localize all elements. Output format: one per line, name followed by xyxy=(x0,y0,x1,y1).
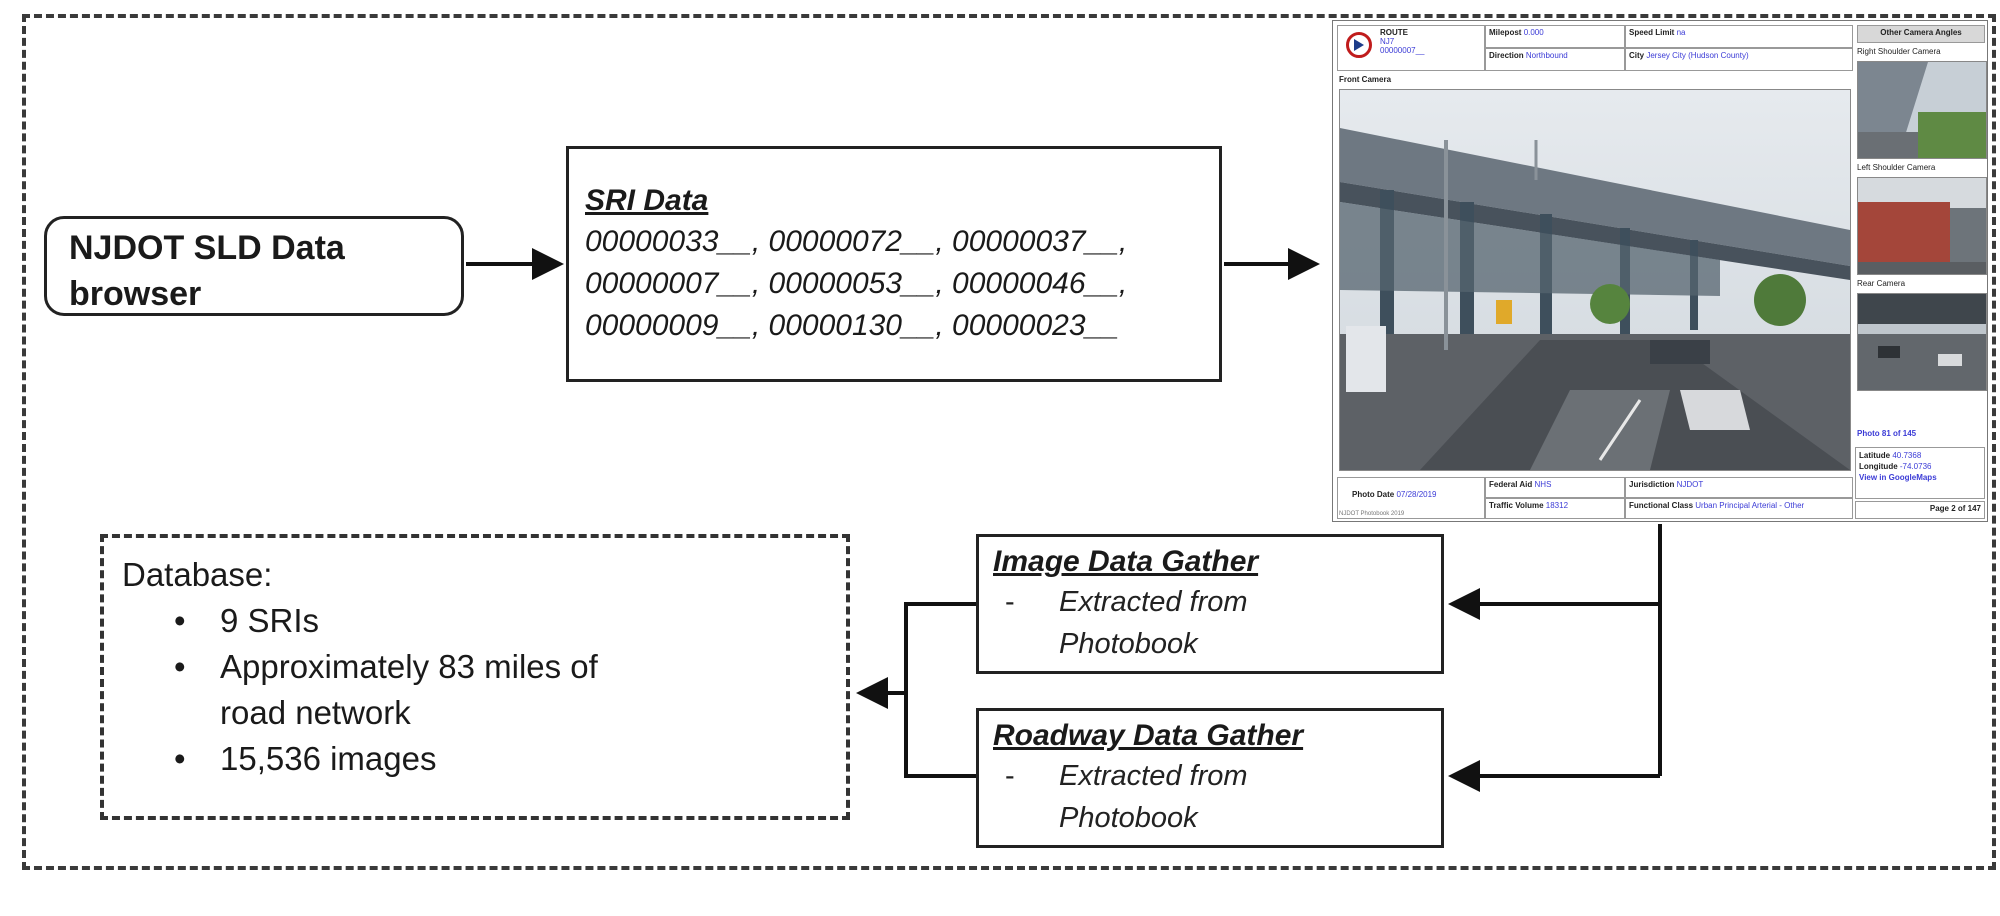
functional-class-label: Functional Class xyxy=(1629,501,1694,510)
functional-class-cell: Functional Class Urban Principal Arteria… xyxy=(1625,498,1853,519)
outer-dashed-frame xyxy=(22,14,1996,870)
front-camera-scene xyxy=(1340,90,1850,470)
speed-value: na xyxy=(1676,28,1686,37)
photobook-viewer: ROUTE NJ7 00000007__ Milepost 0.000 Spee… xyxy=(1332,20,1988,522)
photo-date-cell: Photo Date 07/28/2019 xyxy=(1337,477,1485,519)
database-item: • 9 SRIs xyxy=(174,598,846,644)
front-camera-label: Front Camera xyxy=(1339,75,1392,84)
latitude-value: 40.7368 xyxy=(1892,451,1922,460)
other-angles-header: Other Camera Angles xyxy=(1857,25,1985,43)
njdot-label-line2: browser xyxy=(69,275,202,313)
photo-count-link[interactable]: Photo 81 of 145 xyxy=(1857,429,1917,438)
database-item-text: 9 SRIs xyxy=(220,602,320,639)
roadway-data-gather-box: Roadway Data Gather - Extracted from Pho… xyxy=(976,708,1444,848)
route-label: ROUTE xyxy=(1380,28,1408,37)
right-camera-label: Right Shoulder Camera xyxy=(1857,47,1941,56)
njdot-label-line1: NJDOT SLD Data xyxy=(69,229,345,267)
right-camera-photo xyxy=(1857,61,1987,159)
speed-cell: Speed Limit na xyxy=(1625,25,1853,48)
image-gather-item-cont: Photobook xyxy=(993,623,1427,665)
milepost-value: 0.000 xyxy=(1523,28,1544,37)
traffic-volume-label: Traffic Volume xyxy=(1489,501,1544,510)
bullet-marker: • xyxy=(174,602,186,639)
photo-date-value: 07/28/2019 xyxy=(1396,490,1437,499)
direction-cell: Direction Northbound xyxy=(1485,48,1625,71)
google-maps-link[interactable]: View in GoogleMaps xyxy=(1859,473,1937,482)
line-gather-join xyxy=(904,602,976,778)
traffic-volume-value: 18312 xyxy=(1545,501,1569,510)
jurisdiction-cell: Jurisdiction NJDOT xyxy=(1625,477,1853,498)
city-cell: City Jersey City (Hudson County) xyxy=(1625,48,1853,71)
image-gather-item-line1: Extracted from xyxy=(1059,586,1248,618)
database-box: Database: • 9 SRIs • Approximately 83 mile… xyxy=(100,534,850,820)
photobook-footnote: NJDOT Photobook 2019 xyxy=(1339,511,1405,517)
latitude-label: Latitude xyxy=(1859,451,1891,460)
dash-marker: - xyxy=(1005,760,1015,792)
sri-ids-line3: 00000009__, 00000130__, 00000023__ xyxy=(585,309,1119,342)
milepost-cell: Milepost 0.000 xyxy=(1485,25,1625,48)
federal-aid-value: NHS xyxy=(1534,480,1552,489)
longitude-value: -74.0736 xyxy=(1899,462,1932,471)
image-gather-item: - Extracted from xyxy=(993,581,1427,623)
roadway-gather-item-line2: Photobook xyxy=(1059,802,1198,834)
jurisdiction-value: NJDOT xyxy=(1676,480,1704,489)
dash-marker: - xyxy=(1005,586,1015,618)
city-label: City xyxy=(1629,51,1645,60)
image-gather-item-line2: Photobook xyxy=(1059,628,1198,660)
speed-label: Speed Limit xyxy=(1629,28,1675,37)
image-gather-title: Image Data Gather xyxy=(993,545,1259,578)
database-item-text: road network xyxy=(220,694,411,731)
direction-label: Direction xyxy=(1489,51,1524,60)
database-item: • 15,536 images xyxy=(174,736,846,782)
route-value2: 00000007__ xyxy=(1380,46,1425,55)
database-title: Database: xyxy=(122,556,273,593)
route-cell: ROUTE NJ7 00000007__ xyxy=(1337,25,1485,71)
left-camera-photo xyxy=(1857,177,1987,275)
sri-data-box: SRI Data 00000033__, 00000072__, 0000003… xyxy=(566,146,1222,382)
right-camera-scene xyxy=(1858,62,1986,158)
database-item-text: 15,536 images xyxy=(220,740,437,777)
route-shield-icon xyxy=(1346,32,1372,58)
functional-class-value: Urban Principal Arterial - Other xyxy=(1695,501,1805,510)
page-indicator: Page 2 of 147 xyxy=(1855,501,1985,519)
route-value1: NJ7 xyxy=(1380,37,1395,46)
jurisdiction-label: Jurisdiction xyxy=(1629,480,1675,489)
njdot-sld-browser-box: NJDOT SLD Data browser xyxy=(44,216,464,316)
roadway-gather-item-line1: Extracted from xyxy=(1059,760,1248,792)
location-cell: Latitude 40.7368 Longitude -74.0736 View… xyxy=(1855,447,1985,499)
sri-data-title: SRI Data xyxy=(585,184,709,217)
roadway-gather-item-cont: Photobook xyxy=(993,797,1427,839)
city-value: Jersey City (Hudson County) xyxy=(1646,51,1749,60)
photo-date-label: Photo Date xyxy=(1352,490,1395,499)
sri-ids-line2: 00000007__, 00000053__, 00000046__, xyxy=(585,267,1128,300)
left-camera-label: Left Shoulder Camera xyxy=(1857,163,1936,172)
left-camera-scene xyxy=(1858,178,1986,274)
bullet-marker: • xyxy=(174,648,186,685)
direction-value: Northbound xyxy=(1525,51,1568,60)
traffic-volume-cell: Traffic Volume 18312 xyxy=(1485,498,1625,519)
federal-aid-cell: Federal Aid NHS xyxy=(1485,477,1625,498)
database-list: • 9 SRIs • Approximately 83 miles of road … xyxy=(122,598,846,782)
roadway-gather-title: Roadway Data Gather xyxy=(993,719,1304,752)
bullet-marker: • xyxy=(174,740,186,777)
database-item: • Approximately 83 miles of xyxy=(174,644,846,690)
rear-camera-photo xyxy=(1857,293,1987,391)
rear-camera-label: Rear Camera xyxy=(1857,279,1906,288)
longitude-label: Longitude xyxy=(1859,462,1898,471)
front-camera-photo xyxy=(1339,89,1851,471)
roadway-gather-item: - Extracted from xyxy=(993,755,1427,797)
database-item-text: Approximately 83 miles of xyxy=(220,648,598,685)
image-data-gather-box: Image Data Gather - Extracted from Photo… xyxy=(976,534,1444,674)
milepost-label: Milepost xyxy=(1489,28,1522,37)
sri-ids-line1: 00000033__, 00000072__, 00000037__, xyxy=(585,225,1128,258)
rear-camera-scene xyxy=(1858,294,1986,390)
federal-aid-label: Federal Aid xyxy=(1489,480,1533,489)
database-item-continuation: road network xyxy=(174,690,846,736)
